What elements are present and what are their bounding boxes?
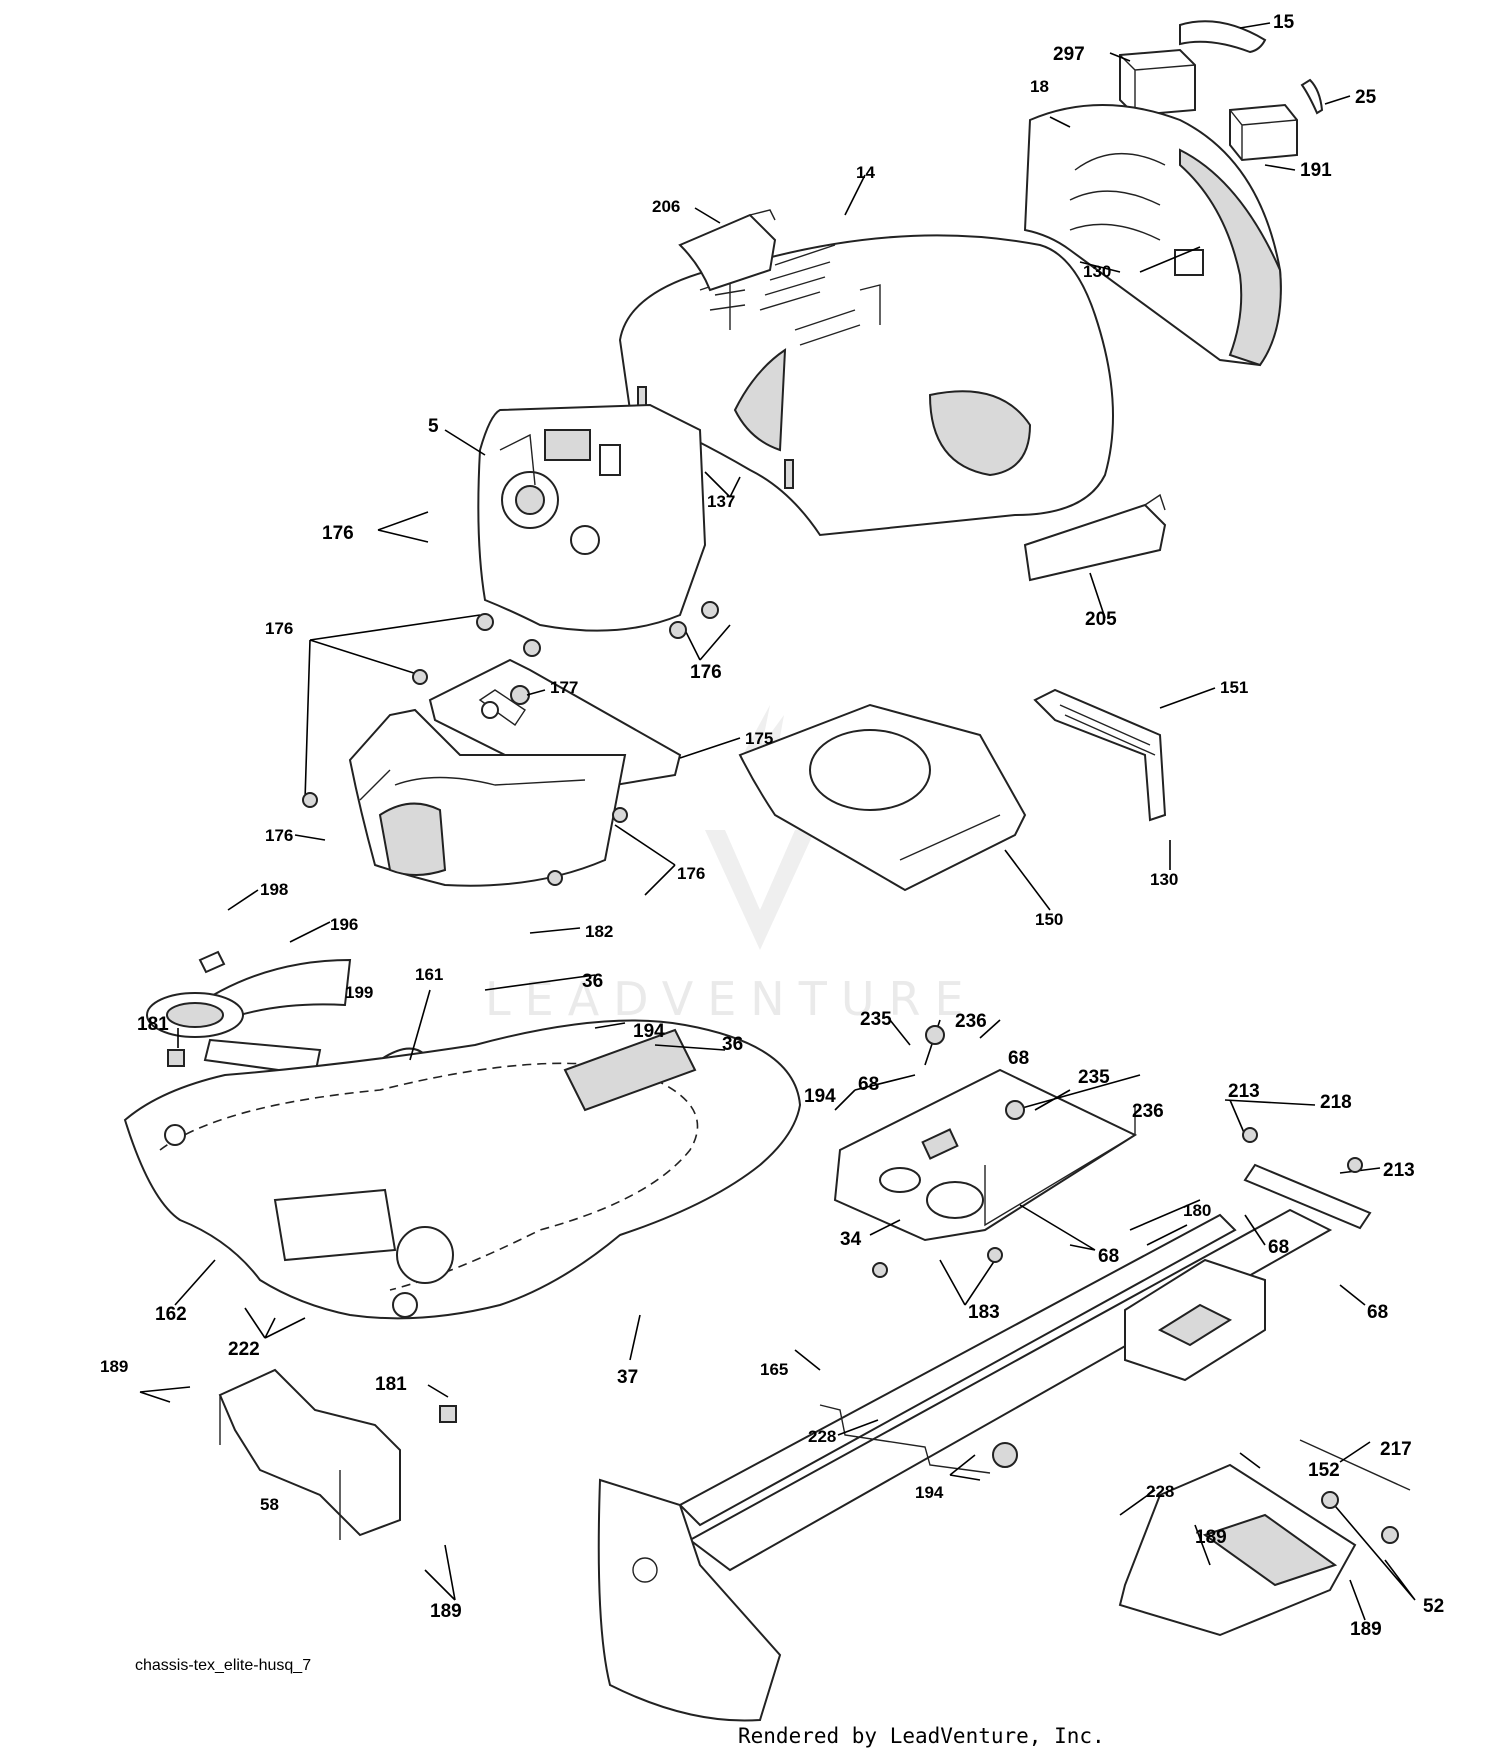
callout-235-lower[interactable]: 235 <box>1078 1067 1110 1088</box>
callout-36-lower[interactable]: 36 <box>722 1034 743 1055</box>
part-165-rod[interactable] <box>819 1404 991 1474</box>
watermark: LEADVENTURE <box>485 705 978 1026</box>
callout-176-dash[interactable]: 176 <box>322 523 354 544</box>
callout-137[interactable]: 137 <box>707 492 735 511</box>
callout-198[interactable]: 198 <box>260 880 288 899</box>
callout-189-right[interactable]: 189 <box>1195 1527 1227 1548</box>
part-182-console[interactable] <box>348 708 627 887</box>
part-297-bracket[interactable] <box>1119 48 1196 117</box>
callout-235-upper[interactable]: 235 <box>860 1009 892 1030</box>
part-15-hood-trim[interactable] <box>1179 20 1267 54</box>
part-152-shield[interactable] <box>1118 1463 1357 1637</box>
callout-25[interactable]: 25 <box>1355 87 1377 108</box>
callout-236-upper[interactable]: 236 <box>955 1011 987 1032</box>
callout-228-lower[interactable]: 228 <box>1146 1482 1174 1501</box>
callout-150[interactable]: 150 <box>1035 910 1063 929</box>
part-151-bracket[interactable] <box>1033 688 1167 822</box>
callout-206[interactable]: 206 <box>652 197 680 216</box>
callout-205[interactable]: 205 <box>1085 609 1117 630</box>
callout-194-upper[interactable]: 194 <box>633 1021 665 1042</box>
callout-236-lower[interactable]: 236 <box>1132 1101 1164 1122</box>
part-196-cover[interactable] <box>146 958 352 1038</box>
callout-176-right[interactable]: 176 <box>690 662 722 683</box>
callout-68-lower[interactable]: 68 <box>1098 1246 1119 1267</box>
part-205-cover[interactable] <box>1023 493 1167 582</box>
part-181-bushing[interactable] <box>167 1049 457 1423</box>
callout-222[interactable]: 222 <box>228 1339 260 1360</box>
callout-152[interactable]: 152 <box>1308 1460 1340 1481</box>
callout-15[interactable]: 15 <box>1273 12 1295 33</box>
callout-181-upper[interactable]: 181 <box>137 1014 169 1035</box>
callout-18[interactable]: 18 <box>1030 77 1049 96</box>
callout-labels: 15 297 25 18 191 14 206 130 5 176 137 20… <box>100 12 1444 1640</box>
callout-58[interactable]: 58 <box>260 1495 279 1514</box>
part-177-nut[interactable] <box>510 685 530 705</box>
callout-213-right[interactable]: 213 <box>1383 1160 1415 1181</box>
callout-181-lower[interactable]: 181 <box>375 1374 407 1395</box>
callout-151[interactable]: 151 <box>1220 678 1248 697</box>
callout-176-left[interactable]: 176 <box>265 619 293 638</box>
part-180-frame[interactable] <box>597 1208 1333 1722</box>
callout-130-right[interactable]: 130 <box>1150 870 1178 889</box>
callout-177[interactable]: 177 <box>550 678 578 697</box>
callout-130-top[interactable]: 130 <box>1083 262 1111 281</box>
callout-194-lower[interactable]: 194 <box>915 1483 944 1502</box>
callout-180[interactable]: 180 <box>1183 1201 1211 1220</box>
callout-217[interactable]: 217 <box>1380 1439 1412 1460</box>
callout-175[interactable]: 175 <box>745 729 773 748</box>
callout-191[interactable]: 191 <box>1300 160 1332 181</box>
callout-176-lower-right[interactable]: 176 <box>677 864 705 883</box>
watermark-text: LEADVENTURE <box>485 972 978 1026</box>
callout-199[interactable]: 199 <box>345 983 373 1002</box>
part-5-dash-panel[interactable] <box>477 403 707 632</box>
callout-196[interactable]: 196 <box>330 915 358 934</box>
callout-68-upper[interactable]: 68 <box>1008 1048 1029 1069</box>
callout-189-left[interactable]: 189 <box>100 1357 128 1376</box>
callout-176-lower-left[interactable]: 176 <box>265 826 293 845</box>
callout-297[interactable]: 297 <box>1053 44 1085 65</box>
callout-52[interactable]: 52 <box>1423 1596 1444 1617</box>
part-206-cover[interactable] <box>678 209 777 292</box>
callout-162[interactable]: 162 <box>155 1304 187 1325</box>
part-191-bracket[interactable] <box>1229 103 1298 162</box>
leader-lines <box>139 22 1416 1621</box>
diagram-file-label: chassis-tex_elite-husq_7 <box>135 1657 312 1674</box>
part-218-rail[interactable] <box>1243 1163 1372 1230</box>
callout-165[interactable]: 165 <box>760 1360 788 1379</box>
callout-218[interactable]: 218 <box>1320 1092 1352 1113</box>
callout-161[interactable]: 161 <box>415 965 443 984</box>
part-14-hood[interactable] <box>618 234 1114 537</box>
callout-68-left[interactable]: 68 <box>858 1074 879 1095</box>
callout-36-upper[interactable]: 36 <box>582 971 603 992</box>
part-25-clip[interactable] <box>1300 78 1324 115</box>
callout-37[interactable]: 37 <box>617 1367 638 1388</box>
part-18-grille[interactable] <box>1023 104 1282 367</box>
callout-68-rail-left[interactable]: 68 <box>1268 1237 1289 1258</box>
callout-14[interactable]: 14 <box>856 163 875 182</box>
part-150-pan[interactable] <box>738 703 1027 892</box>
part-58-bracket[interactable] <box>218 1368 401 1540</box>
callout-228-upper[interactable]: 228 <box>808 1427 836 1446</box>
callout-5[interactable]: 5 <box>428 416 439 437</box>
callout-68-rail-right[interactable]: 68 <box>1367 1302 1388 1323</box>
callout-34[interactable]: 34 <box>840 1229 862 1250</box>
fasteners <box>302 601 1399 1544</box>
callout-182[interactable]: 182 <box>585 922 613 941</box>
callout-183[interactable]: 183 <box>968 1302 1000 1323</box>
callout-213-left[interactable]: 213 <box>1228 1081 1260 1102</box>
part-37-fender[interactable] <box>123 1019 802 1320</box>
part-198-clip[interactable] <box>198 950 226 974</box>
callout-194-right[interactable]: 194 <box>804 1086 836 1107</box>
callout-189-lower-left[interactable]: 189 <box>430 1601 462 1622</box>
part-217-rod[interactable] <box>1299 1439 1411 1491</box>
callout-189-bottom[interactable]: 189 <box>1350 1619 1382 1640</box>
rendered-by-footer: Rendered by LeadVenture, Inc. <box>738 1724 1105 1748</box>
part-34-seat-plate[interactable] <box>833 1068 1138 1242</box>
